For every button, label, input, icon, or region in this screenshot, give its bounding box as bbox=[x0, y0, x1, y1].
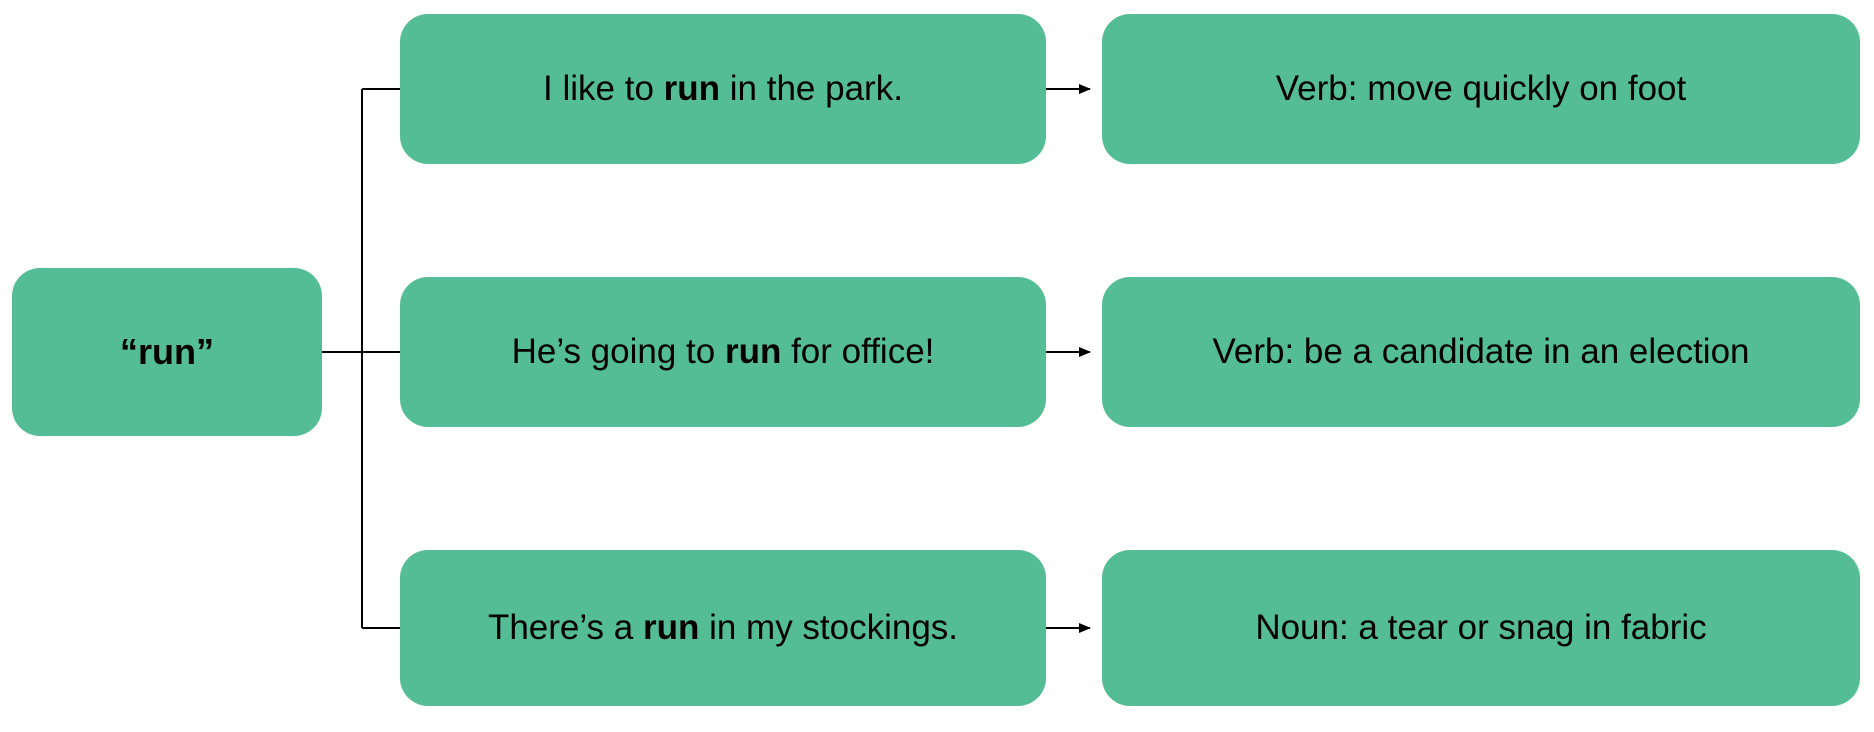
sentence-node-row3: There’s a run in my stockings. bbox=[400, 550, 1046, 706]
definition-node-row3: Noun: a tear or snag in fabric bbox=[1102, 550, 1860, 706]
text-segment: I like to bbox=[543, 69, 664, 108]
text-segment: in the park. bbox=[720, 69, 903, 108]
text-segment-bold: “run” bbox=[120, 331, 214, 373]
text-segment: He’s going to bbox=[511, 332, 725, 371]
text-segment: There’s a bbox=[487, 608, 643, 647]
text-segment-bold: run bbox=[724, 332, 782, 371]
definition-node-row1: Verb: move quickly on foot bbox=[1102, 14, 1860, 164]
sentence-node-row1: I like to run in the park. bbox=[400, 14, 1046, 164]
text-segment: for office! bbox=[781, 332, 935, 371]
sentence-node-row2: He’s going to run for office! bbox=[400, 277, 1046, 427]
text-segment-bold: run bbox=[642, 608, 700, 647]
root-word-node: “run” bbox=[12, 268, 322, 436]
definition-node-row2: Verb: be a candidate in an election bbox=[1102, 277, 1860, 427]
text-segment-bold: run bbox=[663, 69, 721, 108]
text-segment: in my stockings. bbox=[699, 608, 959, 647]
